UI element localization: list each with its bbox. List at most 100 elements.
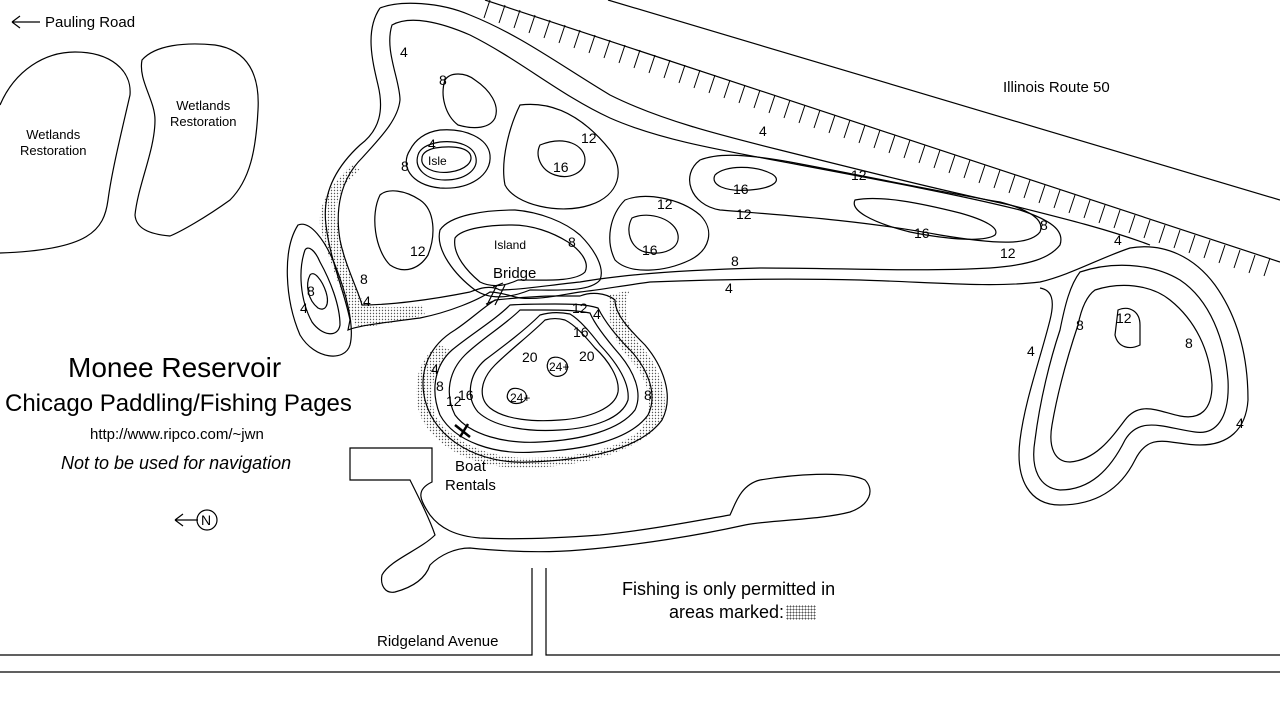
parking-lot-outline: [349, 447, 871, 593]
boat-rental-marker: [454, 423, 471, 438]
fishing-area-swatch: [786, 605, 817, 620]
depth-label: 4: [363, 293, 371, 309]
depth-label: 8: [360, 271, 368, 287]
depth-label: 12: [851, 167, 867, 183]
isle-shape: [421, 146, 472, 173]
depth-label: 8: [307, 283, 315, 299]
shoreline-main-north: [379, 2, 1151, 246]
contour-12-center-north: [503, 103, 619, 210]
depth-label: 16: [553, 159, 569, 175]
contour-12-center: [609, 195, 710, 271]
fishing-zone-west-shore: [319, 165, 425, 327]
contour-16-east: [713, 166, 777, 191]
bridge-lines: [485, 282, 506, 306]
depth-label: 12: [572, 300, 588, 316]
isle-label: Isle: [428, 154, 447, 168]
depth-label: 12: [1116, 310, 1132, 326]
island-outline: [454, 224, 587, 287]
south-basin-12-contour: [448, 309, 639, 443]
map-subtitle: Chicago Paddling/Fishing Pages: [5, 390, 352, 417]
depth-label: 12: [657, 196, 673, 212]
depth-label: 4: [1236, 415, 1244, 431]
contour-west-lobe-8: [307, 273, 329, 310]
contour-east-arm-12: [1114, 307, 1141, 349]
contour-16-east-long: [853, 197, 997, 240]
depth-label: 4: [431, 361, 439, 377]
depth-label: 12: [1000, 245, 1016, 261]
south-basin-4-contour: [422, 292, 668, 463]
contour-east-arm-inner: [1050, 284, 1213, 463]
depth-label: 16: [914, 225, 930, 241]
depth-label: 16: [458, 387, 474, 403]
wetlands-left-outline: [0, 51, 131, 254]
contour-west-lobe-outer: [286, 223, 352, 357]
wetlands-right-label: Wetlands Restoration: [170, 98, 237, 129]
contour-16-center: [628, 214, 679, 254]
shoreline-main-outer: [324, 7, 1249, 506]
road-bottom-line-1: [0, 568, 1280, 656]
south-basin-24-contour-a: [546, 356, 569, 377]
navigation-warning: Not to be used for navigation: [61, 453, 292, 473]
depth-label: 4: [759, 123, 767, 139]
pauling-road-label: Pauling Road: [45, 14, 136, 31]
depth-label: 4: [1114, 232, 1122, 248]
contour-12-north: [442, 73, 497, 129]
north-arrow-line: [174, 513, 198, 527]
contour-8-main: [337, 19, 1062, 306]
island-outline-outer: [438, 209, 602, 298]
south-basin-20-contour: [481, 317, 619, 422]
south-basin-8-contour: [434, 303, 653, 454]
isle-outer-contour: [405, 129, 491, 189]
depth-label: 8: [1040, 217, 1048, 233]
contour-east-arm-outer: [1033, 264, 1229, 491]
depth-label: 4: [400, 44, 408, 60]
depth-label: 8: [401, 158, 409, 174]
island-label: Island: [494, 238, 527, 252]
depth-label: 8: [644, 387, 652, 403]
depth-label: 12: [410, 243, 426, 259]
road-route-50-south-edge: [484, 0, 1280, 263]
north-circle: [196, 509, 218, 531]
source-url: http://www.ripco.com/~jwn: [90, 426, 264, 443]
isle-middle-contour: [416, 141, 477, 181]
road-route-50-north-edge: [607, 0, 1280, 201]
depth-label: 20: [522, 349, 538, 365]
fishing-note-line1: Fishing is only permitted in: [622, 579, 836, 599]
map-title: Monee Reservoir: [68, 352, 282, 383]
depth-label: 8: [439, 72, 447, 88]
railroad-hatching: [483, 0, 1271, 277]
depth-label: 4: [428, 136, 436, 152]
wetlands-right-outline: [134, 43, 259, 237]
depth-label: 12: [446, 393, 462, 409]
contour-west-lobe-inner: [300, 247, 341, 335]
depth-label: 12: [581, 130, 597, 146]
bridge-label: Bridge: [493, 265, 537, 282]
pauling-road-arrow: [11, 15, 40, 29]
depth-label: 16: [573, 324, 589, 340]
fishing-note-line2: areas marked:: [669, 602, 817, 623]
depth-label: 4: [300, 300, 308, 316]
depth-label: 4: [725, 280, 733, 296]
contour-12-main-east: [689, 154, 1042, 243]
fishing-note-line2-text: areas marked:: [669, 602, 785, 622]
contour-16-north: [537, 140, 586, 178]
ridgeland-avenue-label: Ridgeland Avenue: [377, 633, 499, 650]
south-basin-24-contour-b: [506, 387, 527, 405]
depth-label: 16: [733, 181, 749, 197]
contour-west-12: [374, 190, 434, 271]
north-marker-label: N: [201, 512, 212, 528]
depth-label: 4: [1027, 343, 1035, 359]
depth-label: 24+: [510, 391, 531, 405]
depth-label: 24+: [549, 360, 570, 374]
depth-label: 8: [1185, 335, 1193, 351]
depth-label: 20: [579, 348, 595, 364]
boat-rentals-label: Boat Rentals: [445, 458, 496, 494]
depth-label: 8: [1076, 317, 1084, 333]
south-basin-16-contour: [469, 312, 629, 432]
depth-label: 16: [642, 242, 658, 258]
depth-label: 4: [593, 306, 601, 322]
illinois-route-50-label: Illinois Route 50: [1003, 79, 1110, 96]
depth-label: 12: [736, 206, 752, 222]
depth-label: 8: [436, 378, 444, 394]
